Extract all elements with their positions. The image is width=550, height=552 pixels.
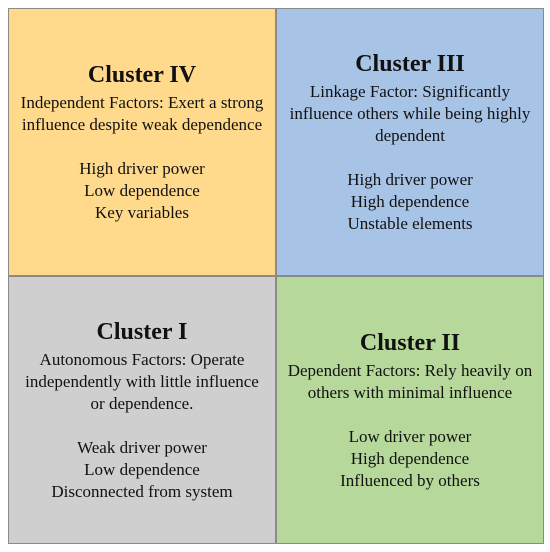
trait-item: Weak driver power xyxy=(77,438,207,457)
cluster-iv-title: Cluster IV xyxy=(87,62,197,88)
trait-item: High driver power xyxy=(79,159,205,178)
trait-item: High dependence xyxy=(350,449,470,468)
cluster-iii-quadrant: Cluster III Linkage Factor: Significantl… xyxy=(276,8,544,276)
trait-item: Unstable elements xyxy=(347,214,473,233)
trait-item: High driver power xyxy=(347,170,473,189)
trait-item: Disconnected from system xyxy=(51,482,233,501)
trait-item: Low driver power xyxy=(348,427,472,446)
cluster-i-traits: Weak driver power Low dependence Disconn… xyxy=(51,437,232,503)
trait-item: High dependence xyxy=(350,192,470,211)
trait-item: Key variables xyxy=(95,203,189,222)
cluster-i-title: Cluster I xyxy=(96,319,188,345)
trait-item: Low dependence xyxy=(84,460,200,479)
cluster-ii-traits: Low driver power High dependence Influen… xyxy=(340,426,480,492)
cluster-iv-quadrant: Cluster IV Independent Factors: Exert a … xyxy=(8,8,276,276)
cluster-iii-description: Linkage Factor: Significantly influence … xyxy=(289,82,531,145)
cluster-ii-quadrant: Cluster II Dependent Factors: Rely heavi… xyxy=(276,276,544,544)
trait-item: Influenced by others xyxy=(340,471,480,490)
cluster-iii-traits: High driver power High dependence Unstab… xyxy=(347,169,473,235)
cluster-ii-title: Cluster II xyxy=(359,330,461,356)
cluster-i-description: Autonomous Factors: Operate independentl… xyxy=(25,350,259,413)
cluster-ii-description: Dependent Factors: Rely heavily on other… xyxy=(287,361,533,402)
cluster-iii-title: Cluster III xyxy=(355,51,465,77)
cluster-i-quadrant: Cluster I Autonomous Factors: Operate in… xyxy=(8,276,276,544)
cluster-iv-traits: High driver power Low dependence Key var… xyxy=(79,158,205,224)
cluster-matrix: Cluster IV Independent Factors: Exert a … xyxy=(8,8,544,544)
trait-item: Low dependence xyxy=(84,181,200,200)
cluster-iv-description: Independent Factors: Exert a strong infl… xyxy=(20,93,264,134)
